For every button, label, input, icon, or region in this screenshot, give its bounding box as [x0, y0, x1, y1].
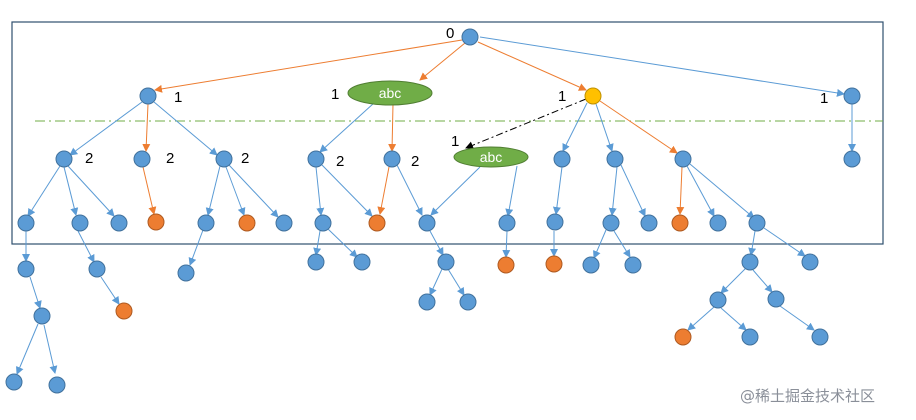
node [459, 293, 477, 311]
root-node [461, 28, 479, 46]
node [55, 150, 73, 168]
leaf-node [674, 328, 692, 346]
node [709, 214, 727, 232]
node [177, 264, 195, 282]
node [843, 150, 861, 168]
label-level2-e: 2 [411, 153, 419, 170]
node [437, 253, 455, 271]
node [110, 214, 128, 232]
mid-oval-text: abc [480, 149, 503, 165]
label-fail-link: 1 [451, 133, 459, 150]
node [133, 150, 151, 168]
node [215, 150, 233, 168]
leaf-node [238, 214, 256, 232]
node [418, 214, 436, 232]
node [546, 213, 564, 231]
level1-node-right [843, 87, 861, 105]
node [275, 214, 293, 232]
leaf-node [671, 214, 689, 232]
label-level2-d: 2 [336, 153, 344, 170]
labels: 0 1 1 1 1 2 2 2 2 2 1 abc abc @稀土掘金技术社区 [85, 25, 875, 405]
node [674, 150, 692, 168]
node [197, 214, 215, 232]
leaf-node [115, 302, 133, 320]
node [767, 290, 785, 308]
leaf-node [368, 214, 386, 232]
label-level1-b: 1 [331, 86, 339, 103]
node [553, 150, 571, 168]
node [71, 214, 89, 232]
node [640, 214, 658, 232]
node [811, 328, 829, 346]
node [418, 293, 436, 311]
node [801, 253, 819, 271]
edges [16, 36, 856, 375]
node [748, 214, 766, 232]
node [307, 150, 325, 168]
leaf-node [497, 256, 515, 274]
node [498, 214, 516, 232]
node [582, 256, 600, 274]
node [353, 253, 371, 271]
node [602, 214, 620, 232]
node [307, 253, 325, 271]
label-level1-c: 1 [558, 88, 566, 105]
node [17, 260, 35, 278]
leaf-node [545, 255, 563, 273]
node [48, 376, 66, 394]
label-level1-a: 1 [174, 89, 182, 106]
label-level1-d: 1 [820, 90, 828, 107]
mid-abc-oval [453, 146, 529, 168]
node [88, 260, 106, 278]
node [33, 307, 51, 325]
label-root: 0 [446, 25, 454, 42]
node [709, 291, 727, 309]
node [17, 214, 35, 232]
window-box [11, 21, 884, 245]
label-level2-b: 2 [166, 150, 174, 167]
node [314, 214, 332, 232]
node [624, 256, 642, 274]
label-level2-a: 2 [85, 150, 93, 167]
level1-node-yellow [584, 87, 602, 105]
nodes [5, 28, 861, 394]
label-level2-c: 2 [241, 150, 249, 167]
top-abc-oval [347, 80, 433, 106]
level1-node-left [139, 87, 157, 105]
node [383, 150, 401, 168]
node [741, 253, 759, 271]
top-oval-text: abc [379, 85, 402, 101]
watermark: @稀土掘金技术社区 [740, 387, 875, 405]
node [5, 373, 23, 391]
node [606, 150, 624, 168]
leaf-node [147, 213, 165, 231]
node [741, 328, 759, 346]
